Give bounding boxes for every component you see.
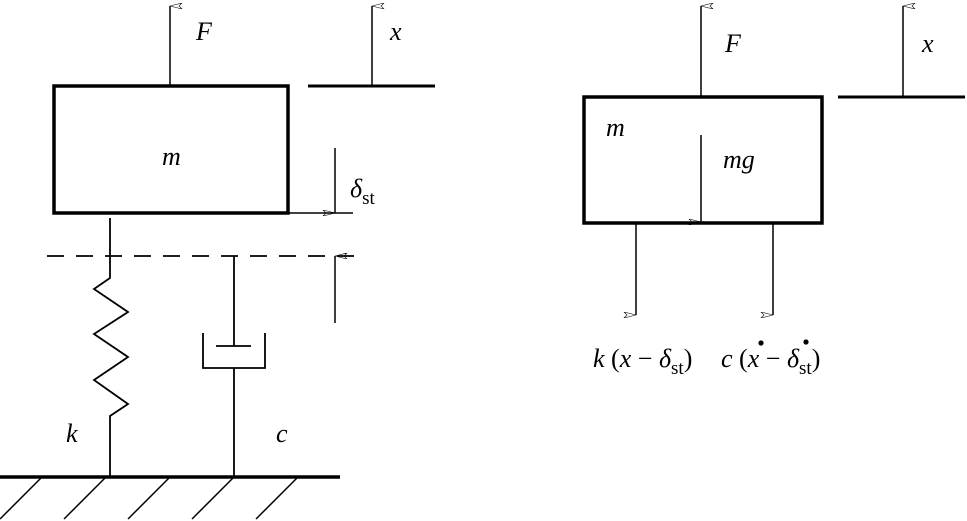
mass-label: m [162, 142, 181, 171]
fbd-mass-label: m [606, 113, 625, 142]
ground [0, 475, 340, 520]
delta-st-label: δst [350, 174, 375, 209]
damper-force-label: c (x − δst) [721, 344, 820, 379]
fbd-force-label: F [724, 29, 742, 58]
x-dot [758, 340, 764, 346]
spring [92, 218, 130, 477]
weight-label: mg [723, 145, 755, 174]
displacement-label: x [389, 17, 402, 46]
spring-force-label: k (x − δst) [593, 344, 692, 379]
free-body-diagram: m F x mg k (x − δst) c (x − δst) [582, 6, 965, 379]
left-system: m F x δst k c [0, 6, 435, 520]
damper [202, 256, 266, 477]
fbd-mass-block [582, 95, 824, 225]
fbd-displacement-label: x [921, 29, 934, 58]
force-label: F [195, 17, 213, 46]
damper-label: c [276, 419, 288, 448]
spring-label: k [66, 419, 78, 448]
delta-dot [803, 339, 809, 345]
mass-block [52, 84, 290, 215]
